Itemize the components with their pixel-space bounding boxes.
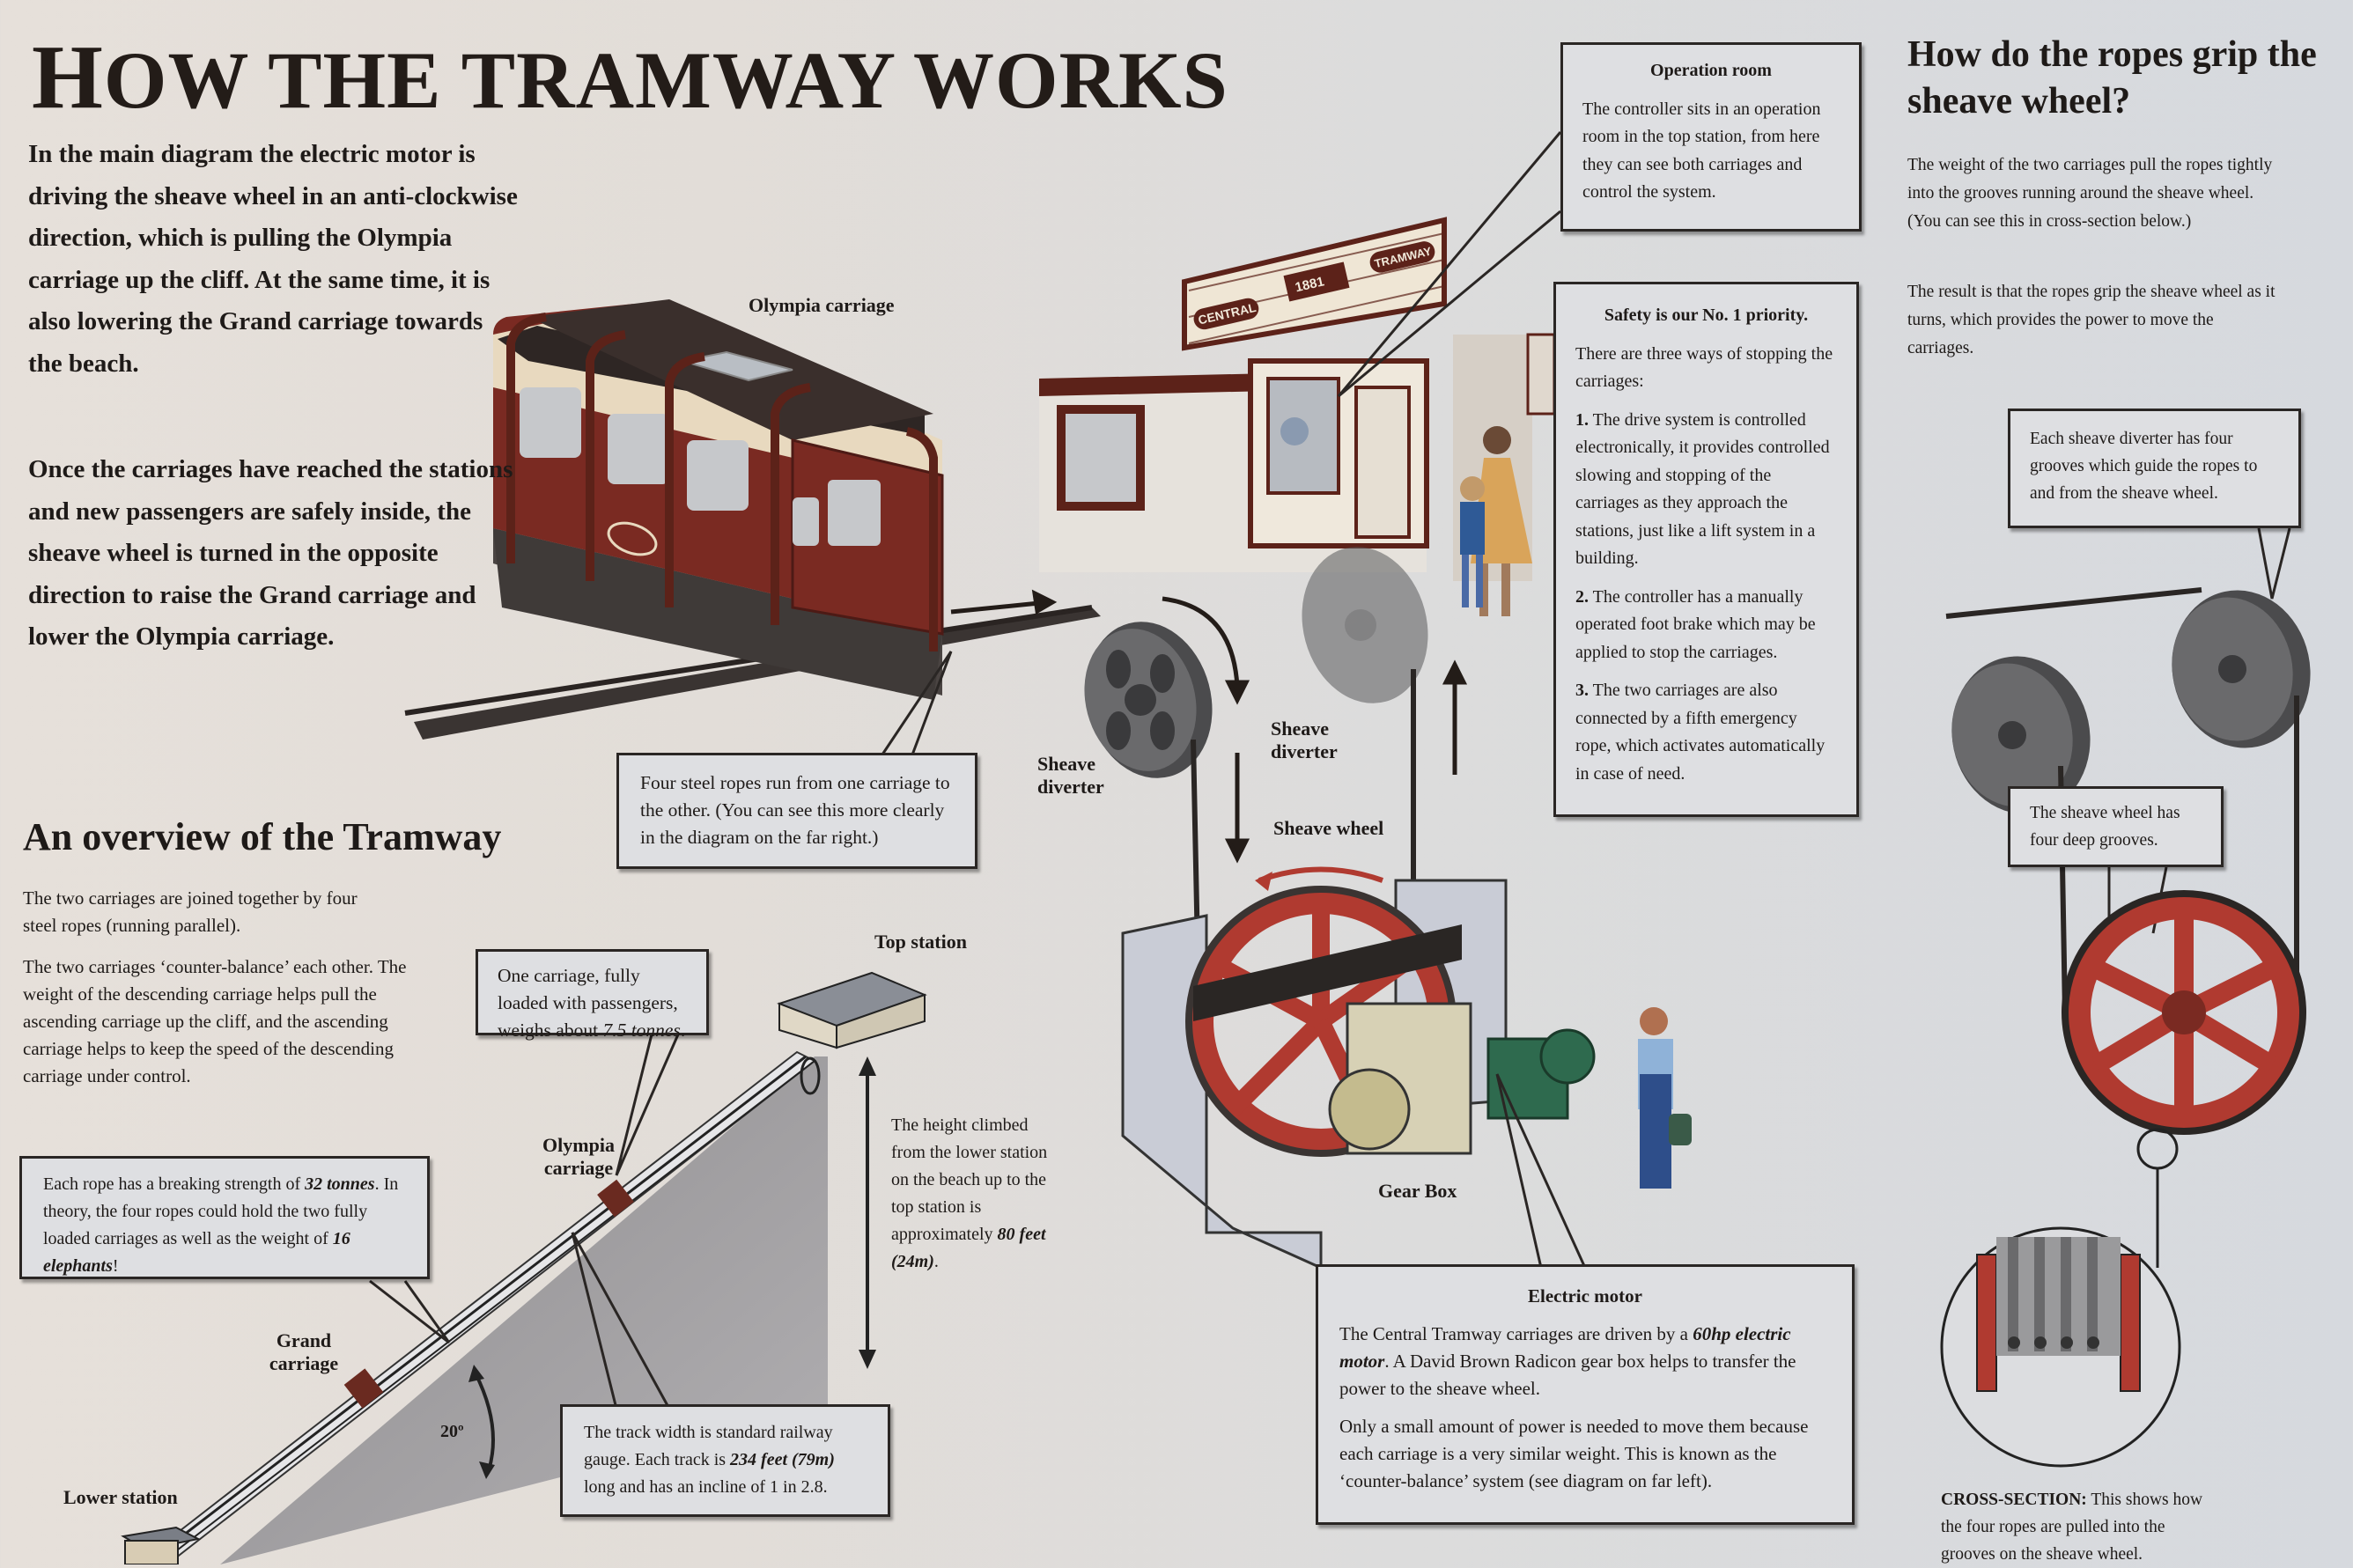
sheave-diverter-right-illustration (1302, 547, 1428, 703)
safety-item-2: 2. The controller has a manually operate… (1575, 584, 1837, 667)
safety-item-text: The drive system is controlled electroni… (1575, 409, 1830, 569)
grip-heading: How do the ropes grip the sheave wheel? (1907, 34, 2317, 121)
title-rest: OW THE TRAMWAY WORKS (103, 35, 1228, 125)
grand-carriage-label: Grand carriage (269, 1329, 339, 1374)
lower-station-label: Lower station (63, 1486, 178, 1508)
cross-section-illustration (1940, 1226, 2181, 1468)
carriage-weight-callout: One carriage, fully loaded with passenge… (476, 949, 709, 1041)
overview-paragraph-1: The two carriages are joined together by… (23, 887, 358, 936)
rope-arrow-right (950, 589, 1058, 615)
track-text-1: The track width is standard railway gaug… (584, 1423, 833, 1469)
weight-text: One carriage, fully loaded with passenge… (498, 965, 678, 1041)
steel-ropes-callout: Four steel ropes run from one carriage t… (616, 753, 977, 869)
operation-room-text: The controller sits in an operation room… (1582, 99, 1821, 202)
central-tramway-sign: CENTRAL 1881 TRAMWAY (1182, 217, 1447, 351)
electric-motor-heading: Electric motor (1527, 1285, 1642, 1307)
electric-motor-paragraph-1: The Central Tramway carriages are driven… (1339, 1321, 1831, 1402)
safety-box: Safety is our No. 1 priority. There are … (1553, 282, 1859, 817)
weight-value: 7.5 tonnes (602, 1020, 681, 1041)
sheave-diverter-left-label: Sheave diverter (1037, 753, 1104, 798)
safety-item-1: 1. The drive system is controlled electr… (1575, 407, 1837, 573)
motor-power-value: 60hp electric motor (1339, 1323, 1791, 1372)
cross-section-label: CROSS-SECTION: (1941, 1491, 2087, 1509)
sheave-diverter-right-label: Sheave diverter (1271, 718, 1338, 762)
track-width-callout: The track width is standard railway gaug… (560, 1404, 890, 1517)
height-climbed-text: The height climbed from the lower statio… (891, 1112, 1058, 1276)
height-text: The height climbed from the lower statio… (891, 1115, 1048, 1244)
safety-item-text: The two carriages are also connected by … (1575, 681, 1826, 784)
rope-strength-callout: Each rope has a breaking strength of 32 … (19, 1156, 430, 1279)
elephants-value: 16 elephants (43, 1229, 350, 1276)
safety-item-number: 1. (1575, 409, 1589, 430)
overview-heading: An overview of the Tramway (23, 815, 502, 858)
lower-station-small (121, 1526, 201, 1564)
intro-paragraph-2: Once the carriages have reached the stat… (28, 455, 513, 651)
overview-paragraph-2: The two carriages ‘counter-balance’ each… (23, 956, 407, 1086)
olympia-small-label: Olympia carriage (542, 1134, 615, 1179)
callout-tails (369, 131, 2291, 1410)
top-station-building (1039, 333, 1556, 581)
rope-text-3: ! (112, 1256, 119, 1276)
olympia-carriage-illustration (493, 299, 944, 700)
electric-motor-box: Electric motor The Central Tramway carri… (1316, 1264, 1855, 1525)
grip-paragraph-1: The weight of the two carriages pull the… (1907, 156, 2273, 231)
grip-paragraph-2: The result is that the ropes grip the sh… (1907, 283, 2276, 357)
title-first-letter: H (32, 26, 104, 128)
operation-room-heading: Operation room (1650, 61, 1772, 80)
safety-item-3: 3. The two carriages are also connected … (1575, 677, 1837, 788)
rope-strength-value: 32 tonnes (305, 1174, 375, 1194)
height-value: 80 feet (24m) (891, 1225, 1046, 1271)
safety-intro: There are three ways of stopping the car… (1575, 343, 1833, 392)
gear-box-label: Gear Box (1378, 1180, 1457, 1202)
angle-label: 20º (440, 1422, 464, 1441)
track-length-value: 234 feet (79m) (730, 1450, 835, 1469)
rope-text-2: . In theory, the four ropes could hold t… (43, 1174, 399, 1248)
safety-heading: Safety is our No. 1 priority. (1604, 306, 1809, 325)
cross-section-text: This shows how the four ropes are pulled… (1941, 1491, 2203, 1564)
operation-room-box: Operation room The controller sits in an… (1560, 42, 1862, 232)
olympia-carriage-label: Olympia carriage (749, 294, 895, 316)
right-sheave-illustration (1945, 587, 2311, 1268)
safety-item-number: 2. (1575, 586, 1589, 607)
intro-paragraph-1: In the main diagram the electric motor i… (28, 140, 518, 378)
motor-text-end: . A David Brown Radicon gear box helps t… (1339, 1351, 1796, 1399)
rope-text-1: Each rope has a breaking strength of (43, 1174, 306, 1194)
electric-motor-paragraph-2: Only a small amount of power is needed t… (1339, 1416, 1809, 1491)
safety-item-text: The controller has a manually operated f… (1575, 586, 1816, 662)
direction-arrows (1162, 596, 1468, 864)
weight-text-end: . (680, 1020, 686, 1041)
safety-item-number: 3. (1575, 681, 1589, 700)
top-station-small (777, 971, 927, 1049)
cross-section-caption: CROSS-SECTION: This shows how the four r… (1941, 1486, 2205, 1568)
family-figures (1460, 426, 1532, 616)
page-title: HOW THE TRAMWAY WORKS (32, 25, 1228, 129)
motor-text: The Central Tramway carriages are driven… (1339, 1323, 1693, 1344)
sheave-wheel-label: Sheave wheel (1273, 817, 1384, 839)
sheave-grooves-callout: The sheave wheel has four deep grooves. (2008, 786, 2224, 867)
sheave-diverter-left-illustration (1084, 622, 1213, 778)
track-text-2: long and has an incline of 1 in 2.8. (584, 1477, 828, 1497)
height-text-end: . (933, 1252, 939, 1271)
diverter-grooves-callout: Each sheave diverter has four grooves wh… (2008, 409, 2301, 528)
top-station-label: Top station (874, 931, 967, 953)
sheave-wheel-illustration (1121, 866, 1596, 1270)
worker-figure (1638, 1007, 1692, 1189)
